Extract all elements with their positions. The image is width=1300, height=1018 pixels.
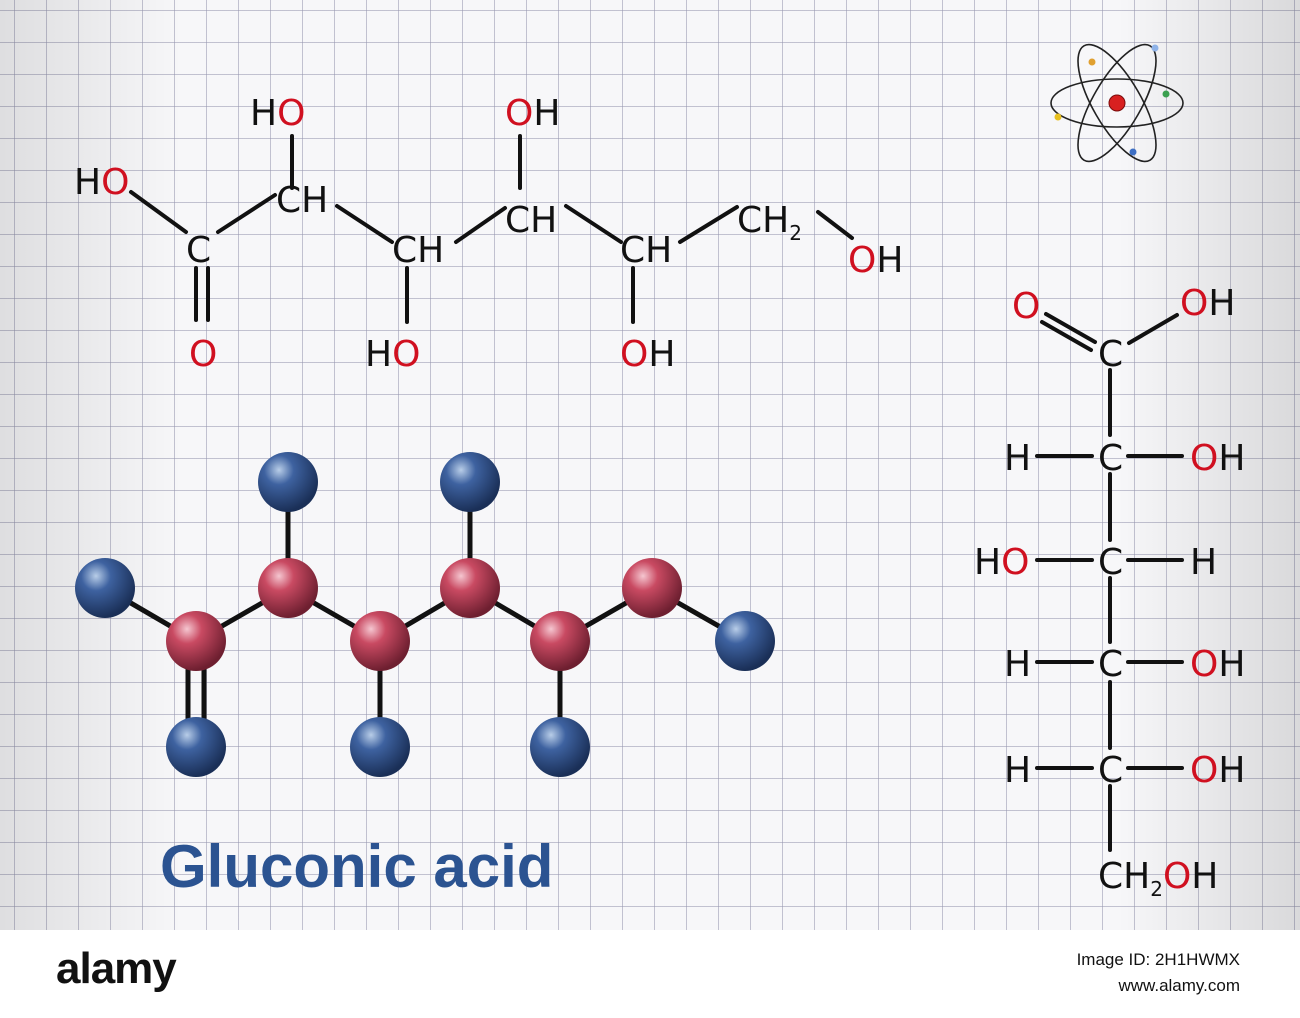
- atom-carbon: [166, 611, 226, 671]
- skeletal-c6: CH2: [737, 200, 802, 245]
- skeletal-c2: CH: [276, 180, 328, 221]
- atom-oxygen: [75, 558, 135, 618]
- fischer-c5: C: [1098, 750, 1123, 791]
- fischer-projection: C O OH H C OH HO C H H C OH H C OH CH2OH: [974, 283, 1245, 901]
- ball-and-stick-model: [75, 452, 775, 777]
- fischer-c2-h: H: [1004, 438, 1031, 479]
- fischer-c1: C: [1098, 334, 1123, 375]
- fischer-c3-ho: HO: [974, 542, 1029, 583]
- fischer-carboxyl-oh: OH: [1180, 283, 1235, 324]
- atom-oxygen: [530, 717, 590, 777]
- fischer-c6-ch2oh: CH2OH: [1098, 856, 1218, 901]
- skeletal-c2-oh: HO: [250, 93, 305, 134]
- skeletal-c6-oh: OH: [848, 240, 903, 281]
- atom-carbon: [258, 558, 318, 618]
- skeletal-carboxyl-oh: HO: [74, 162, 129, 203]
- paper-shading: [0, 0, 1300, 930]
- skeletal-c4-oh: OH: [505, 93, 560, 134]
- atom-icon: [1050, 43, 1184, 163]
- fischer-c5-oh: OH: [1190, 750, 1245, 791]
- atom-oxygen: [715, 611, 775, 671]
- skeletal-c4: CH: [505, 200, 557, 241]
- compound-name: Gluconic acid: [160, 833, 554, 900]
- fischer-c4-h: H: [1004, 644, 1031, 685]
- fischer-c3: C: [1098, 542, 1123, 583]
- atom-oxygen: [166, 717, 226, 777]
- fischer-c2: C: [1098, 438, 1123, 479]
- atom-carbon: [622, 558, 682, 618]
- footer-url: www.alamy.com: [1118, 976, 1240, 995]
- fischer-c4: C: [1098, 644, 1123, 685]
- skeletal-carbonyl-o: O: [189, 334, 217, 375]
- fischer-c3-h: H: [1190, 542, 1217, 583]
- skeletal-c3-oh: HO: [365, 334, 420, 375]
- skeletal-c5-oh: OH: [620, 334, 675, 375]
- atom-oxygen: [350, 717, 410, 777]
- atom-carbon: [350, 611, 410, 671]
- skeletal-c3: CH: [392, 230, 444, 271]
- fischer-c5-h: H: [1004, 750, 1031, 791]
- atom-oxygen: [440, 452, 500, 512]
- fischer-c2-oh: OH: [1190, 438, 1245, 479]
- atom-oxygen: [258, 452, 318, 512]
- atom-carbon: [530, 611, 590, 671]
- image-id: Image ID: 2H1HWMX: [1076, 950, 1240, 969]
- skeletal-formula: C CH CH CH CH CH2 HO O HO OH HO OH OH: [74, 93, 903, 375]
- fischer-carbonyl-o: O: [1012, 286, 1040, 327]
- skeletal-c1: C: [186, 230, 211, 271]
- footer-bar: [0, 930, 1300, 1018]
- skeletal-c5: CH: [620, 230, 672, 271]
- grid-paper-background: [0, 0, 1300, 930]
- fischer-c4-oh: OH: [1190, 644, 1245, 685]
- alamy-logo: alamy: [56, 944, 177, 993]
- atom-carbon: [440, 558, 500, 618]
